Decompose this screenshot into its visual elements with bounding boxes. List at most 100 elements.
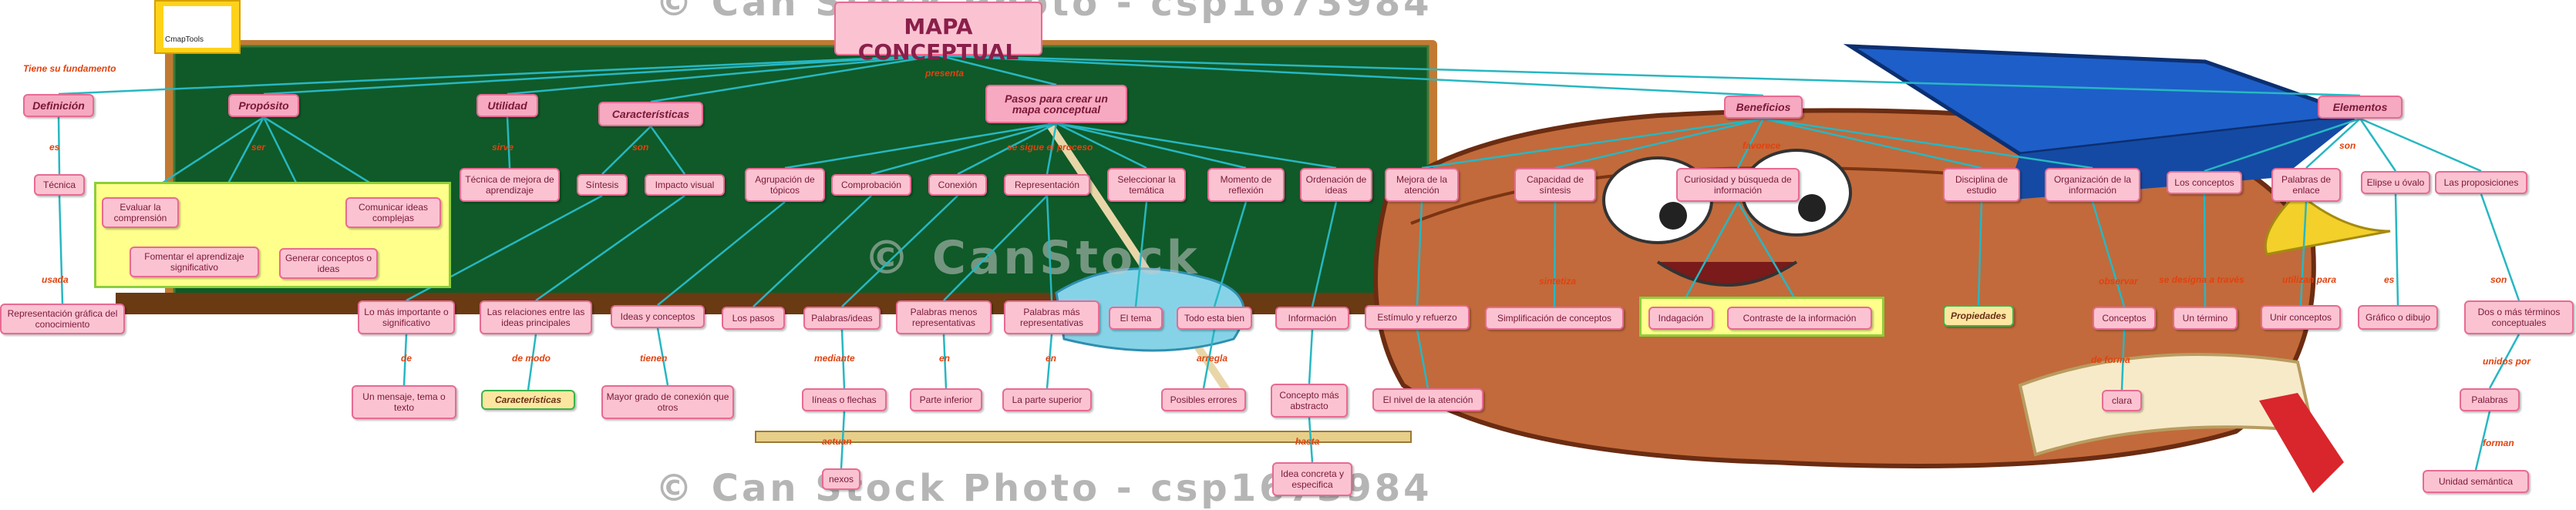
concept-utilidad[interactable]: Utilidad	[476, 94, 538, 117]
concept-comprobacion[interactable]: Comprobación	[831, 174, 911, 196]
concept-tecnica[interactable]: Técnica	[34, 174, 85, 196]
concept-conceptos[interactable]: Conceptos	[2093, 307, 2156, 330]
link-label-ser[interactable]: ser	[251, 142, 266, 153]
concept-definicion[interactable]: Definición	[23, 94, 94, 117]
concept-conexion[interactable]: Conexión	[928, 174, 987, 196]
link-label-presenta[interactable]: presenta	[925, 68, 965, 79]
concept-lo-mas-importante[interactable]: Lo más importante o significativo	[358, 300, 455, 334]
concept-disciplina[interactable]: Disciplina de estudio	[1943, 168, 2020, 202]
concept-caracteristicas2[interactable]: Características	[481, 390, 575, 410]
concept-mensaje[interactable]: Un mensaje, tema o texto	[352, 385, 456, 419]
title-node[interactable]: MAPA CONCEPTUAL	[834, 2, 1042, 65]
concept-beneficios[interactable]: Beneficios	[1724, 96, 1803, 119]
concept-simplificacion[interactable]: Simplificación de conceptos	[1485, 307, 1624, 330]
link-label-arregla[interactable]: arregla	[1197, 353, 1228, 364]
link-label-mediante[interactable]: mediante	[814, 353, 855, 364]
link-label-observar[interactable]: observar	[2099, 276, 2138, 287]
logo-image	[163, 6, 231, 48]
concept-representacion-grafica[interactable]: Representación gráfica del conocimiento	[0, 304, 125, 334]
concept-nexos[interactable]: nexos	[822, 468, 860, 490]
link-label-en1[interactable]: en	[939, 353, 951, 364]
link-label-sintetiza[interactable]: sintetiza	[1539, 276, 1577, 287]
concept-los-pasos[interactable]: Los pasos	[722, 307, 785, 330]
link-label-es2[interactable]: es	[2384, 274, 2395, 285]
concept-organizacion[interactable]: Organización de la información	[2045, 168, 2140, 202]
concept-palabras-menos[interactable]: Palabras menos representativas	[896, 300, 992, 334]
concept-impacto[interactable]: Impacto visual	[645, 174, 725, 196]
concept-seleccionar[interactable]: Seleccionar la temática	[1107, 168, 1186, 202]
concept-parte-inferior[interactable]: Parte inferior	[910, 388, 982, 411]
link-label-de-modo[interactable]: de modo	[512, 353, 551, 364]
concept-nivel-atencion[interactable]: El nivel de la atención	[1372, 388, 1483, 411]
link-label-utilizan-para[interactable]: utilizan para	[2282, 274, 2337, 285]
link-label-tiene-fund[interactable]: Tiene su fundamento	[23, 63, 116, 74]
link-label-se-sigue[interactable]: se sigue el proceso	[1007, 142, 1093, 153]
concept-tecnica-mejora[interactable]: Técnica de mejora de aprendizaje	[460, 168, 560, 202]
link-label-hasta[interactable]: hasta	[1295, 436, 1320, 447]
concept-clara[interactable]: clara	[2102, 390, 2142, 411]
concept-evaluar[interactable]: Evaluar la comprensión	[102, 197, 179, 228]
concept-elipse[interactable]: Elipse u óvalo	[2361, 171, 2430, 194]
concept-los-conceptos[interactable]: Los conceptos	[2167, 171, 2242, 194]
concept-ideas-conceptos[interactable]: Ideas y conceptos	[611, 305, 705, 328]
concept-caracteristicas[interactable]: Características	[598, 102, 703, 126]
concept-contraste[interactable]: Contraste de la información	[1727, 307, 1872, 330]
concept-palabras-ideas[interactable]: Palabras/ideas	[803, 307, 881, 330]
concept-lineas[interactable]: líneas o flechas	[802, 388, 887, 411]
link-label-es[interactable]: es	[49, 142, 60, 153]
concept-propiedades[interactable]: Propiedades	[1943, 305, 2014, 327]
link-label-son2[interactable]: son	[2339, 140, 2356, 151]
concept-mejora-atencion[interactable]: Mejora de la atención	[1385, 168, 1459, 202]
concept-unidad-semantica[interactable]: Unidad semántica	[2423, 470, 2529, 493]
concept-momento[interactable]: Momento de reflexión	[1207, 168, 1285, 202]
watermark-middle: © CanStock	[864, 231, 1200, 285]
concept-unir-conceptos[interactable]: Unir conceptos	[2261, 305, 2341, 330]
link-label-sirve[interactable]: sirve	[492, 142, 514, 153]
cmaptools-logo: CmapTools	[154, 0, 241, 54]
concept-posibles-errores[interactable]: Posibles errores	[1161, 388, 1246, 411]
link-label-son[interactable]: son	[632, 142, 649, 153]
concept-indagacion[interactable]: Indagación	[1648, 307, 1713, 330]
concept-parte-superior[interactable]: La parte superior	[1002, 388, 1092, 411]
link-label-son3[interactable]: son	[2490, 274, 2507, 285]
link-label-se-designa[interactable]: se designa a través	[2159, 274, 2244, 285]
concept-dos-o-mas[interactable]: Dos o más términos conceptuales	[2464, 300, 2574, 334]
concept-grafico-dibujo[interactable]: Gráfico o dibujo	[2358, 305, 2438, 330]
link-label-de-forma[interactable]: de forma	[2091, 354, 2130, 365]
concept-informacion[interactable]: Información	[1275, 307, 1349, 330]
link-label-forman[interactable]: forman	[2483, 438, 2514, 448]
concept-representacion[interactable]: Representación	[1004, 174, 1090, 196]
concept-comunicar[interactable]: Comunicar ideas complejas	[345, 197, 441, 228]
link-label-de[interactable]: de	[401, 353, 412, 364]
concept-sintesis[interactable]: Síntesis	[577, 174, 628, 196]
link-label-favorece[interactable]: favorece	[1743, 140, 1781, 151]
concept-elementos[interactable]: Elementos	[2318, 96, 2403, 119]
link-label-tienen[interactable]: tienen	[640, 353, 668, 364]
concept-palabras[interactable]: Palabras	[2460, 388, 2520, 411]
concept-idea-concreta[interactable]: Idea concreta y especifica	[1272, 462, 1352, 496]
link-label-unidos-por[interactable]: unidos por	[2483, 356, 2531, 367]
concept-proposito[interactable]: Propósito	[228, 94, 299, 117]
concept-palabras-mas[interactable]: Palabras más representativas	[1004, 300, 1099, 334]
logo-text: CmapTools	[165, 35, 204, 44]
link-label-en2[interactable]: en	[1046, 353, 1057, 364]
concept-el-tema[interactable]: El tema	[1109, 307, 1163, 330]
link-label-actuan[interactable]: actuan	[822, 436, 852, 447]
concept-curiosidad[interactable]: Curiosidad y búsqueda de información	[1676, 168, 1800, 202]
concept-generar[interactable]: Generar conceptos o ideas	[279, 248, 378, 279]
concept-agrupacion[interactable]: Agrupación de tópicos	[745, 168, 825, 202]
concept-mayor-grado[interactable]: Mayor grado de conexión que otros	[601, 385, 734, 419]
concept-ordenacion[interactable]: Ordenación de ideas	[1300, 168, 1372, 202]
concept-proposiciones[interactable]: Las proposiciones	[2435, 171, 2527, 194]
watermark-top: © Can Stock Photo - csp1673984	[655, 0, 1433, 25]
concept-un-termino[interactable]: Un término	[2173, 307, 2238, 330]
concept-concepto-abstracto[interactable]: Concepto más abstracto	[1271, 384, 1348, 418]
concept-todo-esta-bien[interactable]: Todo esta bien	[1177, 307, 1252, 330]
concept-palabras-enlace[interactable]: Palabras de enlace	[2271, 168, 2341, 202]
concept-relaciones[interactable]: Las relaciones entre las ideas principal…	[480, 300, 592, 334]
concept-fomentar[interactable]: Fomentar el aprendizaje significativo	[130, 247, 259, 277]
concept-estimulo[interactable]: Estímulo y refuerzo	[1365, 305, 1470, 330]
concept-capacidad[interactable]: Capacidad de síntesis	[1514, 168, 1596, 202]
concept-pasos[interactable]: Pasos para crear un mapa conceptual	[985, 85, 1127, 123]
link-label-usada[interactable]: usada	[42, 274, 69, 285]
